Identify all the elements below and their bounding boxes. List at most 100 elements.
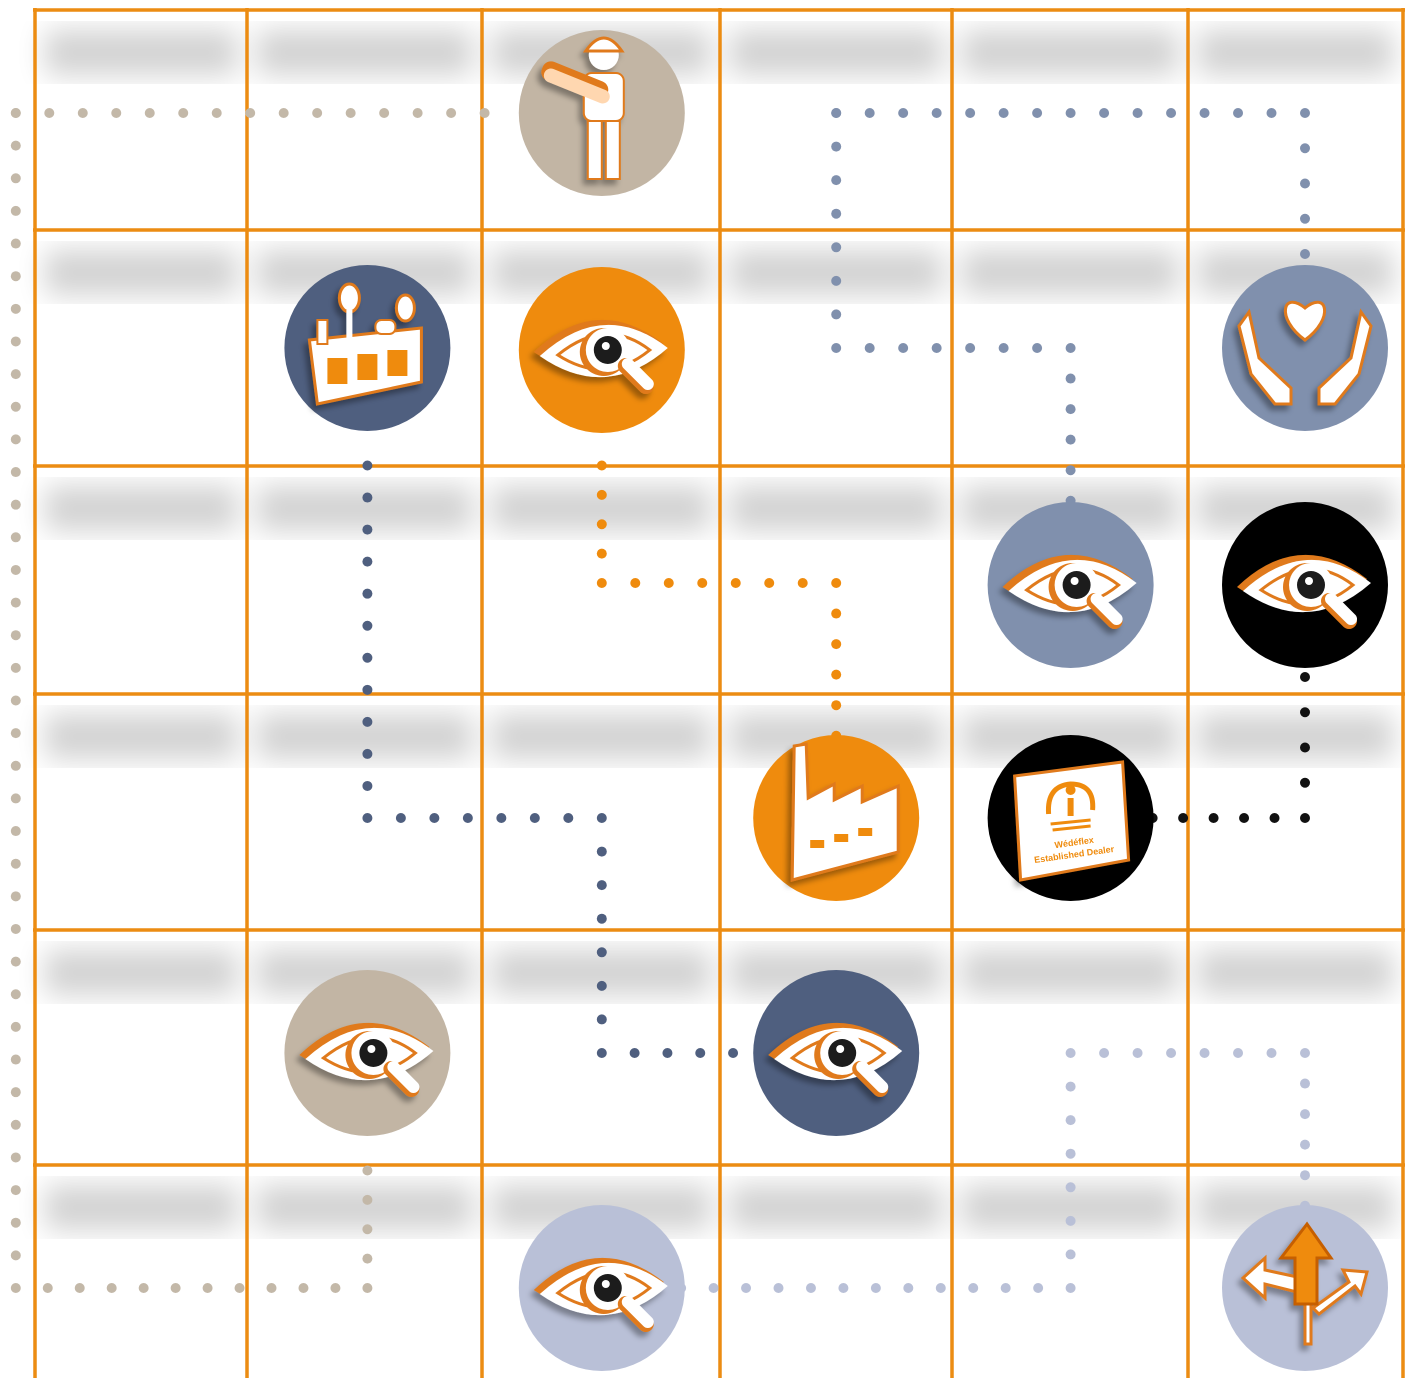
path-dot <box>597 578 607 588</box>
path-dot <box>1233 108 1243 118</box>
path-dot <box>1233 1048 1243 1058</box>
path-dot <box>203 1283 213 1293</box>
path-dot <box>1270 813 1280 823</box>
path-dot <box>379 108 389 118</box>
path-dot <box>11 1218 21 1228</box>
path-dot <box>11 1152 21 1162</box>
path-dot <box>362 813 372 823</box>
path-dot <box>936 1283 946 1293</box>
path-dot <box>362 717 372 727</box>
path-dot <box>212 108 222 118</box>
path-dot <box>597 813 607 823</box>
path-dot <box>597 1048 607 1058</box>
path-dot <box>11 467 21 477</box>
path-dot <box>362 1254 372 1264</box>
path-dot <box>1300 214 1310 224</box>
path-dot <box>43 1283 53 1293</box>
path-dot <box>1001 1283 1011 1293</box>
path-dot <box>932 343 942 353</box>
path-dot <box>831 108 841 118</box>
crossroads-arrow-icon <box>1222 1205 1388 1371</box>
path-dot <box>831 242 841 252</box>
path-dot <box>11 663 21 673</box>
path-dot <box>75 1283 85 1293</box>
path-dot <box>597 490 607 500</box>
path-dot <box>1133 1048 1143 1058</box>
path-dot <box>597 947 607 957</box>
path-dot <box>11 1283 21 1293</box>
path-dot <box>11 957 21 967</box>
path-dot <box>171 1283 181 1293</box>
path-slate-top <box>831 108 1310 259</box>
path-dot <box>806 1283 816 1293</box>
path-dot <box>965 343 975 353</box>
path-dot <box>831 670 841 680</box>
path-dot <box>346 108 356 118</box>
worker-icon <box>519 30 685 196</box>
path-dot <box>362 557 372 567</box>
path-dot <box>1066 1149 1076 1159</box>
path-dot <box>362 653 372 663</box>
path-dot <box>11 173 21 183</box>
path-dot <box>11 696 21 706</box>
eye-icon-slate <box>988 502 1154 668</box>
path-dot <box>831 276 841 286</box>
path-dot <box>1267 108 1277 118</box>
path-dot <box>1300 249 1310 259</box>
path-dot <box>1267 1048 1277 1058</box>
path-dot <box>798 578 808 588</box>
path-dot <box>662 1048 672 1058</box>
path-dot <box>1200 108 1210 118</box>
path-dot <box>1300 1140 1310 1150</box>
path-dot <box>11 1250 21 1260</box>
eye-icon-beige <box>284 970 450 1136</box>
path-dot <box>11 402 21 412</box>
path-dot <box>728 1048 738 1058</box>
path-dot <box>11 206 21 216</box>
path-dot <box>898 343 908 353</box>
path-dot <box>1166 108 1176 118</box>
path-dot <box>11 728 21 738</box>
path-dot <box>362 1283 372 1293</box>
path-dot <box>11 141 21 151</box>
eye-icon-orange <box>519 267 685 433</box>
path-dot <box>362 685 372 695</box>
path-dot <box>695 1048 705 1058</box>
path-dot <box>1066 343 1076 353</box>
path-dot <box>1066 1182 1076 1192</box>
path-dot <box>1066 1082 1076 1092</box>
path-dot <box>362 749 372 759</box>
path-dot <box>999 343 1009 353</box>
path-dot <box>11 1120 21 1130</box>
path-dot <box>865 108 875 118</box>
path-dot <box>597 1014 607 1024</box>
path-dot <box>1209 813 1219 823</box>
path-dot <box>597 981 607 991</box>
path-dot <box>831 578 841 588</box>
path-dot <box>932 108 942 118</box>
path-dot <box>429 813 439 823</box>
path-dot <box>1300 143 1310 153</box>
path-dot <box>597 914 607 924</box>
path-dot <box>1066 465 1076 475</box>
path-dot <box>831 309 841 319</box>
path-dot <box>1032 108 1042 118</box>
path-dot <box>11 761 21 771</box>
path-dot <box>1300 1079 1310 1089</box>
path-dot <box>107 1283 117 1293</box>
eye-icon-lavender <box>519 1205 685 1371</box>
path-dot <box>664 578 674 588</box>
dealer-graphic: WédéflexEstablished Dealer <box>1015 762 1129 880</box>
path-dot <box>245 108 255 118</box>
path-dot <box>362 621 372 631</box>
path-dot <box>11 304 21 314</box>
path-dot <box>11 598 21 608</box>
path-dot <box>11 826 21 836</box>
path-dot <box>139 1283 149 1293</box>
path-dot <box>1066 108 1076 118</box>
path-dot <box>330 1283 340 1293</box>
path-dot <box>11 989 21 999</box>
path-dot <box>597 880 607 890</box>
path-dot <box>1300 1048 1310 1058</box>
